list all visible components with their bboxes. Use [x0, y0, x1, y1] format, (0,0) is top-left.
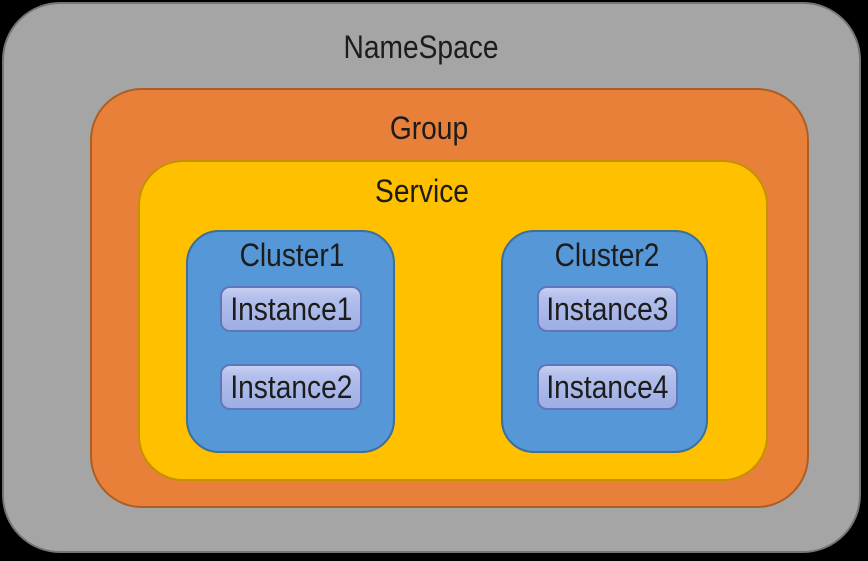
namespace-label: NameSpace: [333, 31, 509, 63]
service-label: Service: [369, 175, 476, 207]
service-label-text: Service: [375, 173, 469, 209]
group-label: Group: [385, 112, 474, 144]
instance2-box: Instance2: [220, 364, 362, 410]
group-box: Group Service Cluster1 Instance1 Instanc…: [90, 88, 809, 508]
namespace-label-text: NameSpace: [343, 29, 499, 65]
cluster2-label: Cluster2: [547, 239, 666, 271]
instance1-box: Instance1: [220, 286, 362, 332]
instance3-box: Instance3: [537, 286, 678, 332]
group-label-text: Group: [389, 110, 469, 146]
cluster1-label: Cluster1: [232, 239, 351, 271]
instance2-label: Instance2: [229, 368, 353, 405]
instance3-label: Instance3: [546, 290, 669, 327]
namespace-box: NameSpace Group Service Cluster1 Instanc…: [2, 2, 861, 553]
cluster2-box: Cluster2 Instance3 Instance4: [501, 230, 708, 453]
service-box: Service Cluster1 Instance1 Instance2: [138, 160, 768, 481]
instance1-label: Instance1: [229, 290, 353, 327]
cluster1-box: Cluster1 Instance1 Instance2: [186, 230, 395, 453]
instance4-box: Instance4: [537, 364, 678, 410]
cluster2-label-text: Cluster2: [554, 237, 660, 273]
instance4-label: Instance4: [546, 368, 669, 405]
cluster1-label-text: Cluster1: [239, 237, 345, 273]
